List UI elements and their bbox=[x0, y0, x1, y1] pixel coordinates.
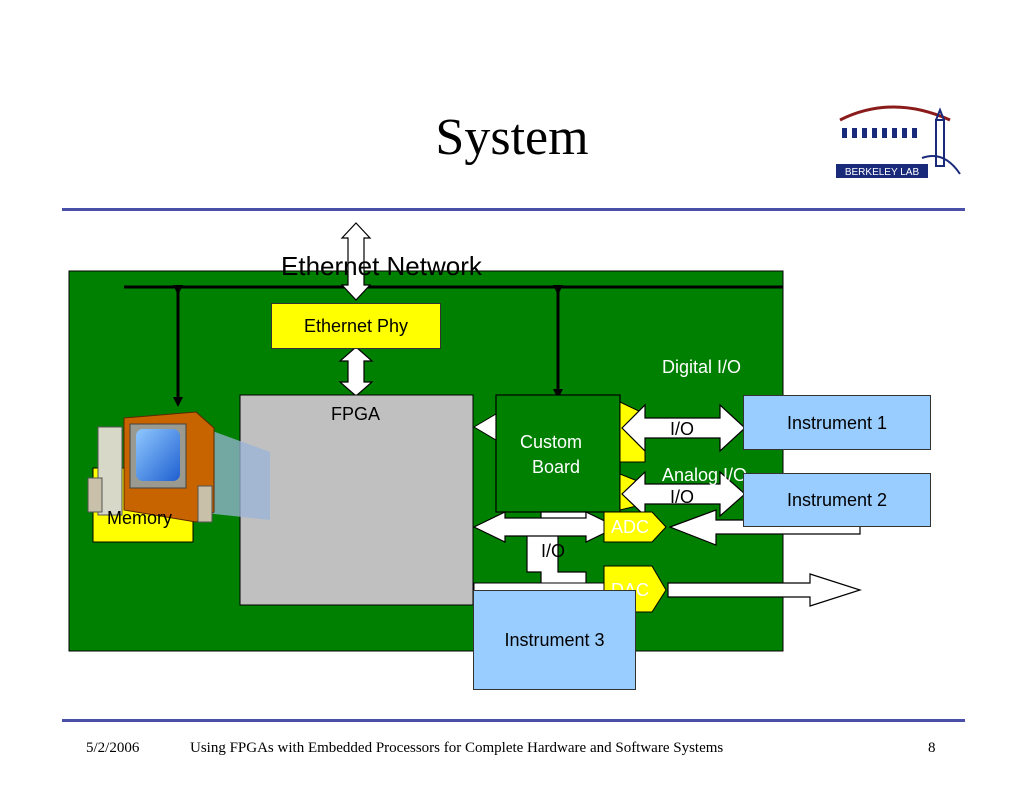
top-rule bbox=[62, 208, 965, 211]
ethernet-phy-block: Ethernet Phy bbox=[271, 303, 441, 349]
instrument-3-block: Instrument 3 bbox=[473, 590, 636, 690]
fpga-block bbox=[239, 394, 474, 606]
instrument2-adc-arrow bbox=[668, 509, 861, 546]
digital-io-arrow-label: I/O bbox=[670, 419, 695, 439]
instrument-1-block: Instrument 1 bbox=[743, 395, 931, 450]
footer-date: 5/2/2006 bbox=[86, 740, 140, 756]
ethernet-network-label: Ethernet Network bbox=[281, 251, 482, 281]
computer-icon bbox=[87, 411, 270, 523]
instrument-2-block: Instrument 2 bbox=[743, 473, 931, 527]
analog-io-arrow-label: I/O bbox=[670, 487, 695, 507]
instrument3-io-label: I/O bbox=[541, 541, 566, 561]
memory-label: Memory bbox=[107, 508, 173, 528]
adc-block bbox=[603, 511, 667, 543]
analog-io-label: Analog I/O bbox=[662, 465, 748, 485]
digital-io-label: Digital I/O bbox=[662, 357, 742, 377]
footer-subject: Using FPGAs with Embedded Processors for… bbox=[190, 740, 724, 756]
instrument-2-label: Instrument 2 bbox=[786, 489, 888, 510]
custom-board-label-line2: Board bbox=[532, 457, 581, 477]
adc-label: ADC bbox=[611, 517, 650, 537]
instrument-3-label: Instrument 3 bbox=[504, 629, 605, 650]
ethernet-phy-label: Ethernet Phy bbox=[303, 315, 409, 336]
dac-output-arrow bbox=[667, 573, 862, 607]
bottom-rule bbox=[62, 719, 965, 722]
slide-title: System bbox=[435, 109, 589, 166]
instrument-1-label: Instrument 1 bbox=[786, 413, 888, 433]
logo-text: BERKELEY LAB bbox=[845, 167, 920, 178]
footer-page-number: 8 bbox=[928, 740, 936, 756]
network-phy-arrow bbox=[340, 222, 372, 301]
custom-board-block bbox=[495, 394, 621, 513]
fpga-label: FPGA bbox=[331, 404, 381, 424]
berkeley-lab-logo: BERKELEY LAB bbox=[836, 105, 961, 178]
custom-board-label-line1: Custom bbox=[520, 432, 583, 452]
